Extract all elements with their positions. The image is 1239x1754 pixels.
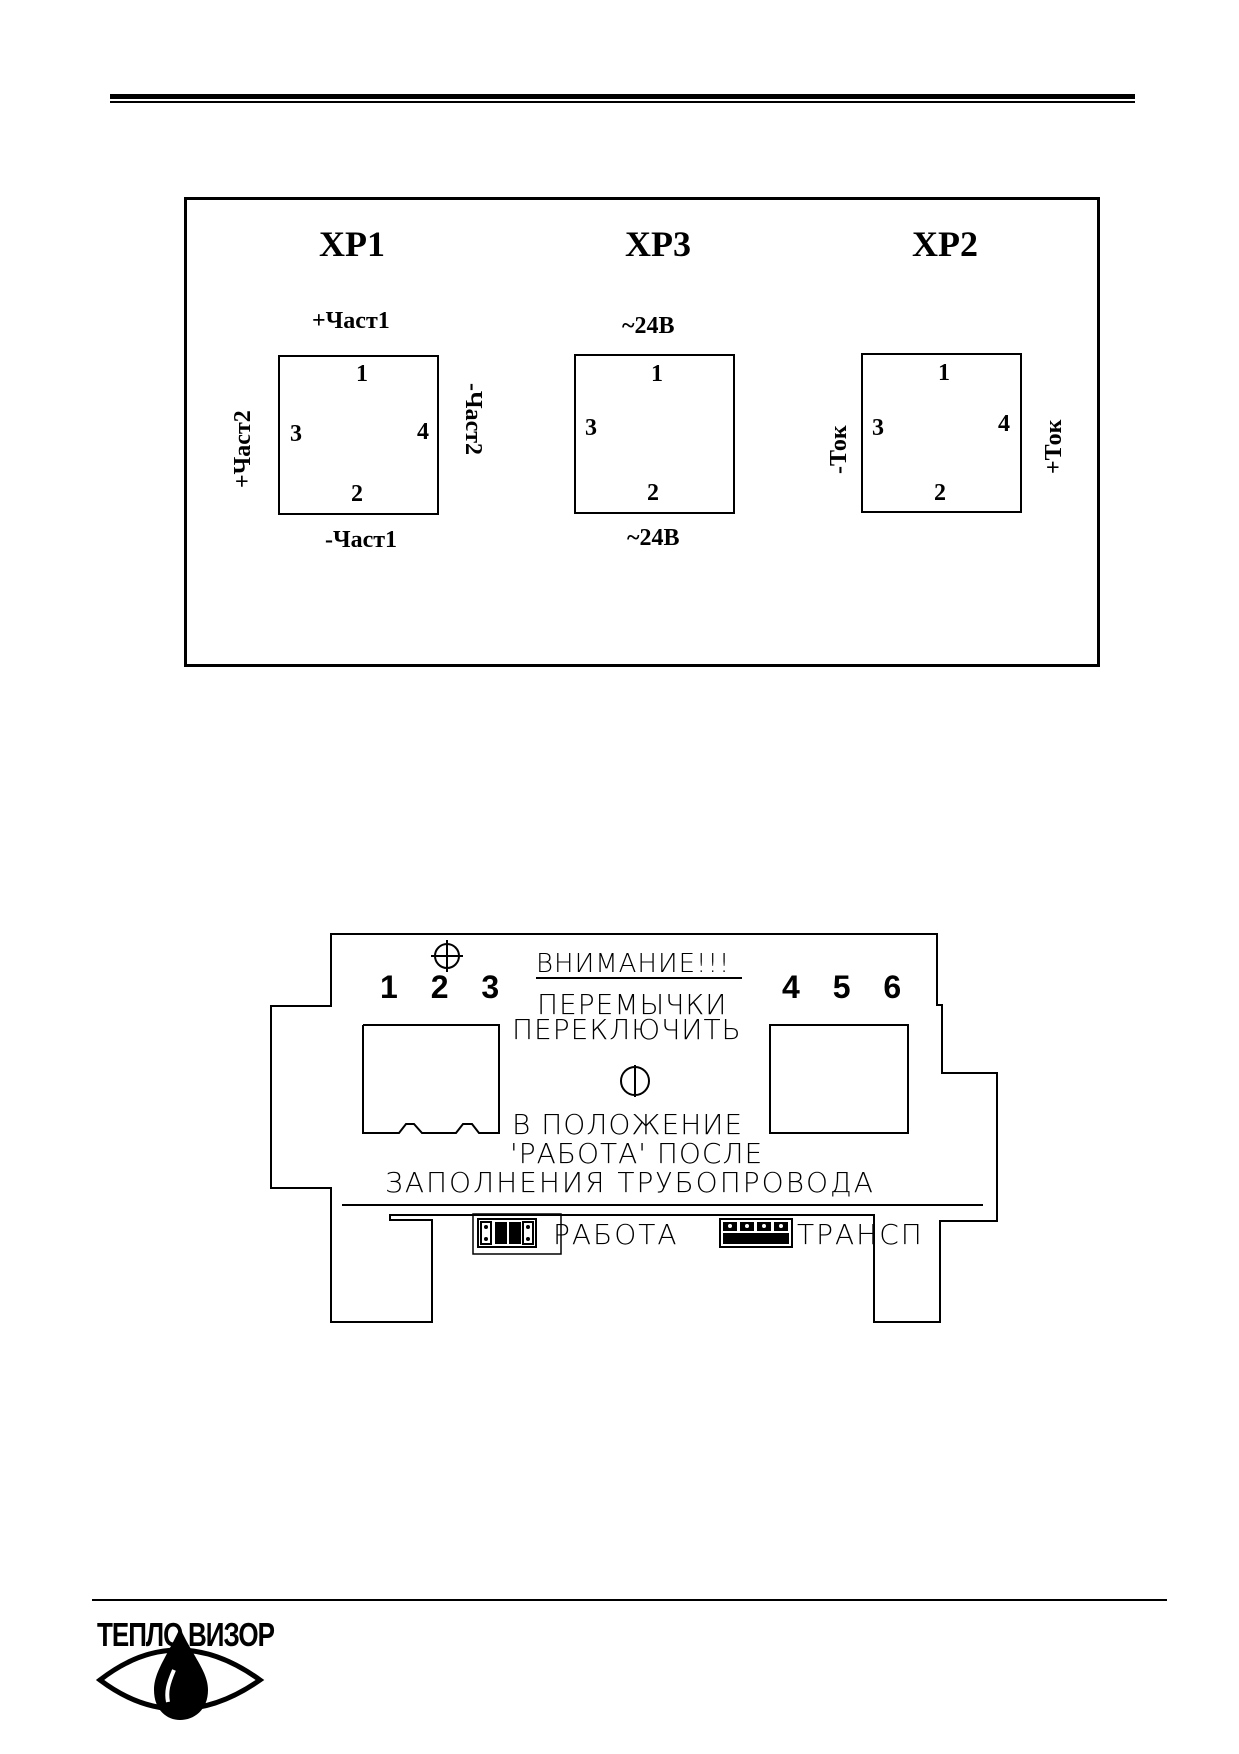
xp3-pin-1: 1 — [651, 361, 663, 387]
connector-panel — [184, 197, 1100, 667]
header-rule-thin — [110, 101, 1135, 103]
logo-text-right: ВИЗОР — [188, 1615, 275, 1654]
xp2-pin-3: 3 — [872, 415, 884, 441]
plate-legend-transport: ТРАНСП — [797, 1218, 924, 1251]
connector-xp3-title: XP3 — [625, 224, 691, 264]
header-rule — [110, 94, 1135, 99]
xp1-pin-3: 3 — [290, 421, 302, 447]
plate-warning-title: ВНИМАНИЕ!!! — [536, 949, 731, 979]
footer-rule — [92, 1599, 1167, 1601]
xp3-pin-3: 3 — [585, 415, 597, 441]
xp3-label-top: ~24В — [622, 313, 675, 339]
teplovizor-logo — [95, 1628, 265, 1720]
plate-line-3: В ПОЛОЖЕНИЕ — [512, 1108, 744, 1141]
connector-xp1-socket — [278, 355, 439, 515]
connector-xp1-title: XP1 — [319, 224, 385, 264]
connector-xp2-socket — [861, 353, 1022, 513]
xp1-pin-4: 4 — [417, 419, 429, 445]
xp1-label-top: +Част1 — [312, 308, 390, 334]
xp3-label-bottom: ~24В — [627, 525, 680, 551]
xp1-pin-1: 1 — [356, 361, 368, 387]
xp1-label-bottom: -Част1 — [325, 527, 398, 553]
plate-left-numbers: 1 2 3 — [380, 969, 512, 1005]
plate-line-2: ПЕРЕКЛЮЧИТЬ — [512, 1013, 742, 1046]
xp3-pin-2: 2 — [647, 480, 659, 506]
xp2-pin-2: 2 — [934, 480, 946, 506]
xp1-pin-2: 2 — [351, 481, 363, 507]
connector-xp2-title: XP2 — [912, 224, 978, 264]
logo-text-left: ТЕПЛО — [97, 1615, 183, 1654]
connector-xp3-socket — [574, 354, 735, 514]
xp2-pin-1: 1 — [938, 360, 950, 386]
plate-legend-work: РАБОТА — [553, 1218, 679, 1251]
plate-line-5: ЗАПОЛНЕНИЯ ТРУБОПРОВОДА — [385, 1166, 875, 1199]
plate-line-1: ПЕРЕМЫЧКИ — [537, 988, 728, 1021]
plate-right-numbers: 4 5 6 — [782, 969, 914, 1005]
plate-line-4: 'РАБОТА' ПОСЛЕ — [510, 1137, 764, 1170]
xp2-pin-4: 4 — [998, 411, 1010, 437]
